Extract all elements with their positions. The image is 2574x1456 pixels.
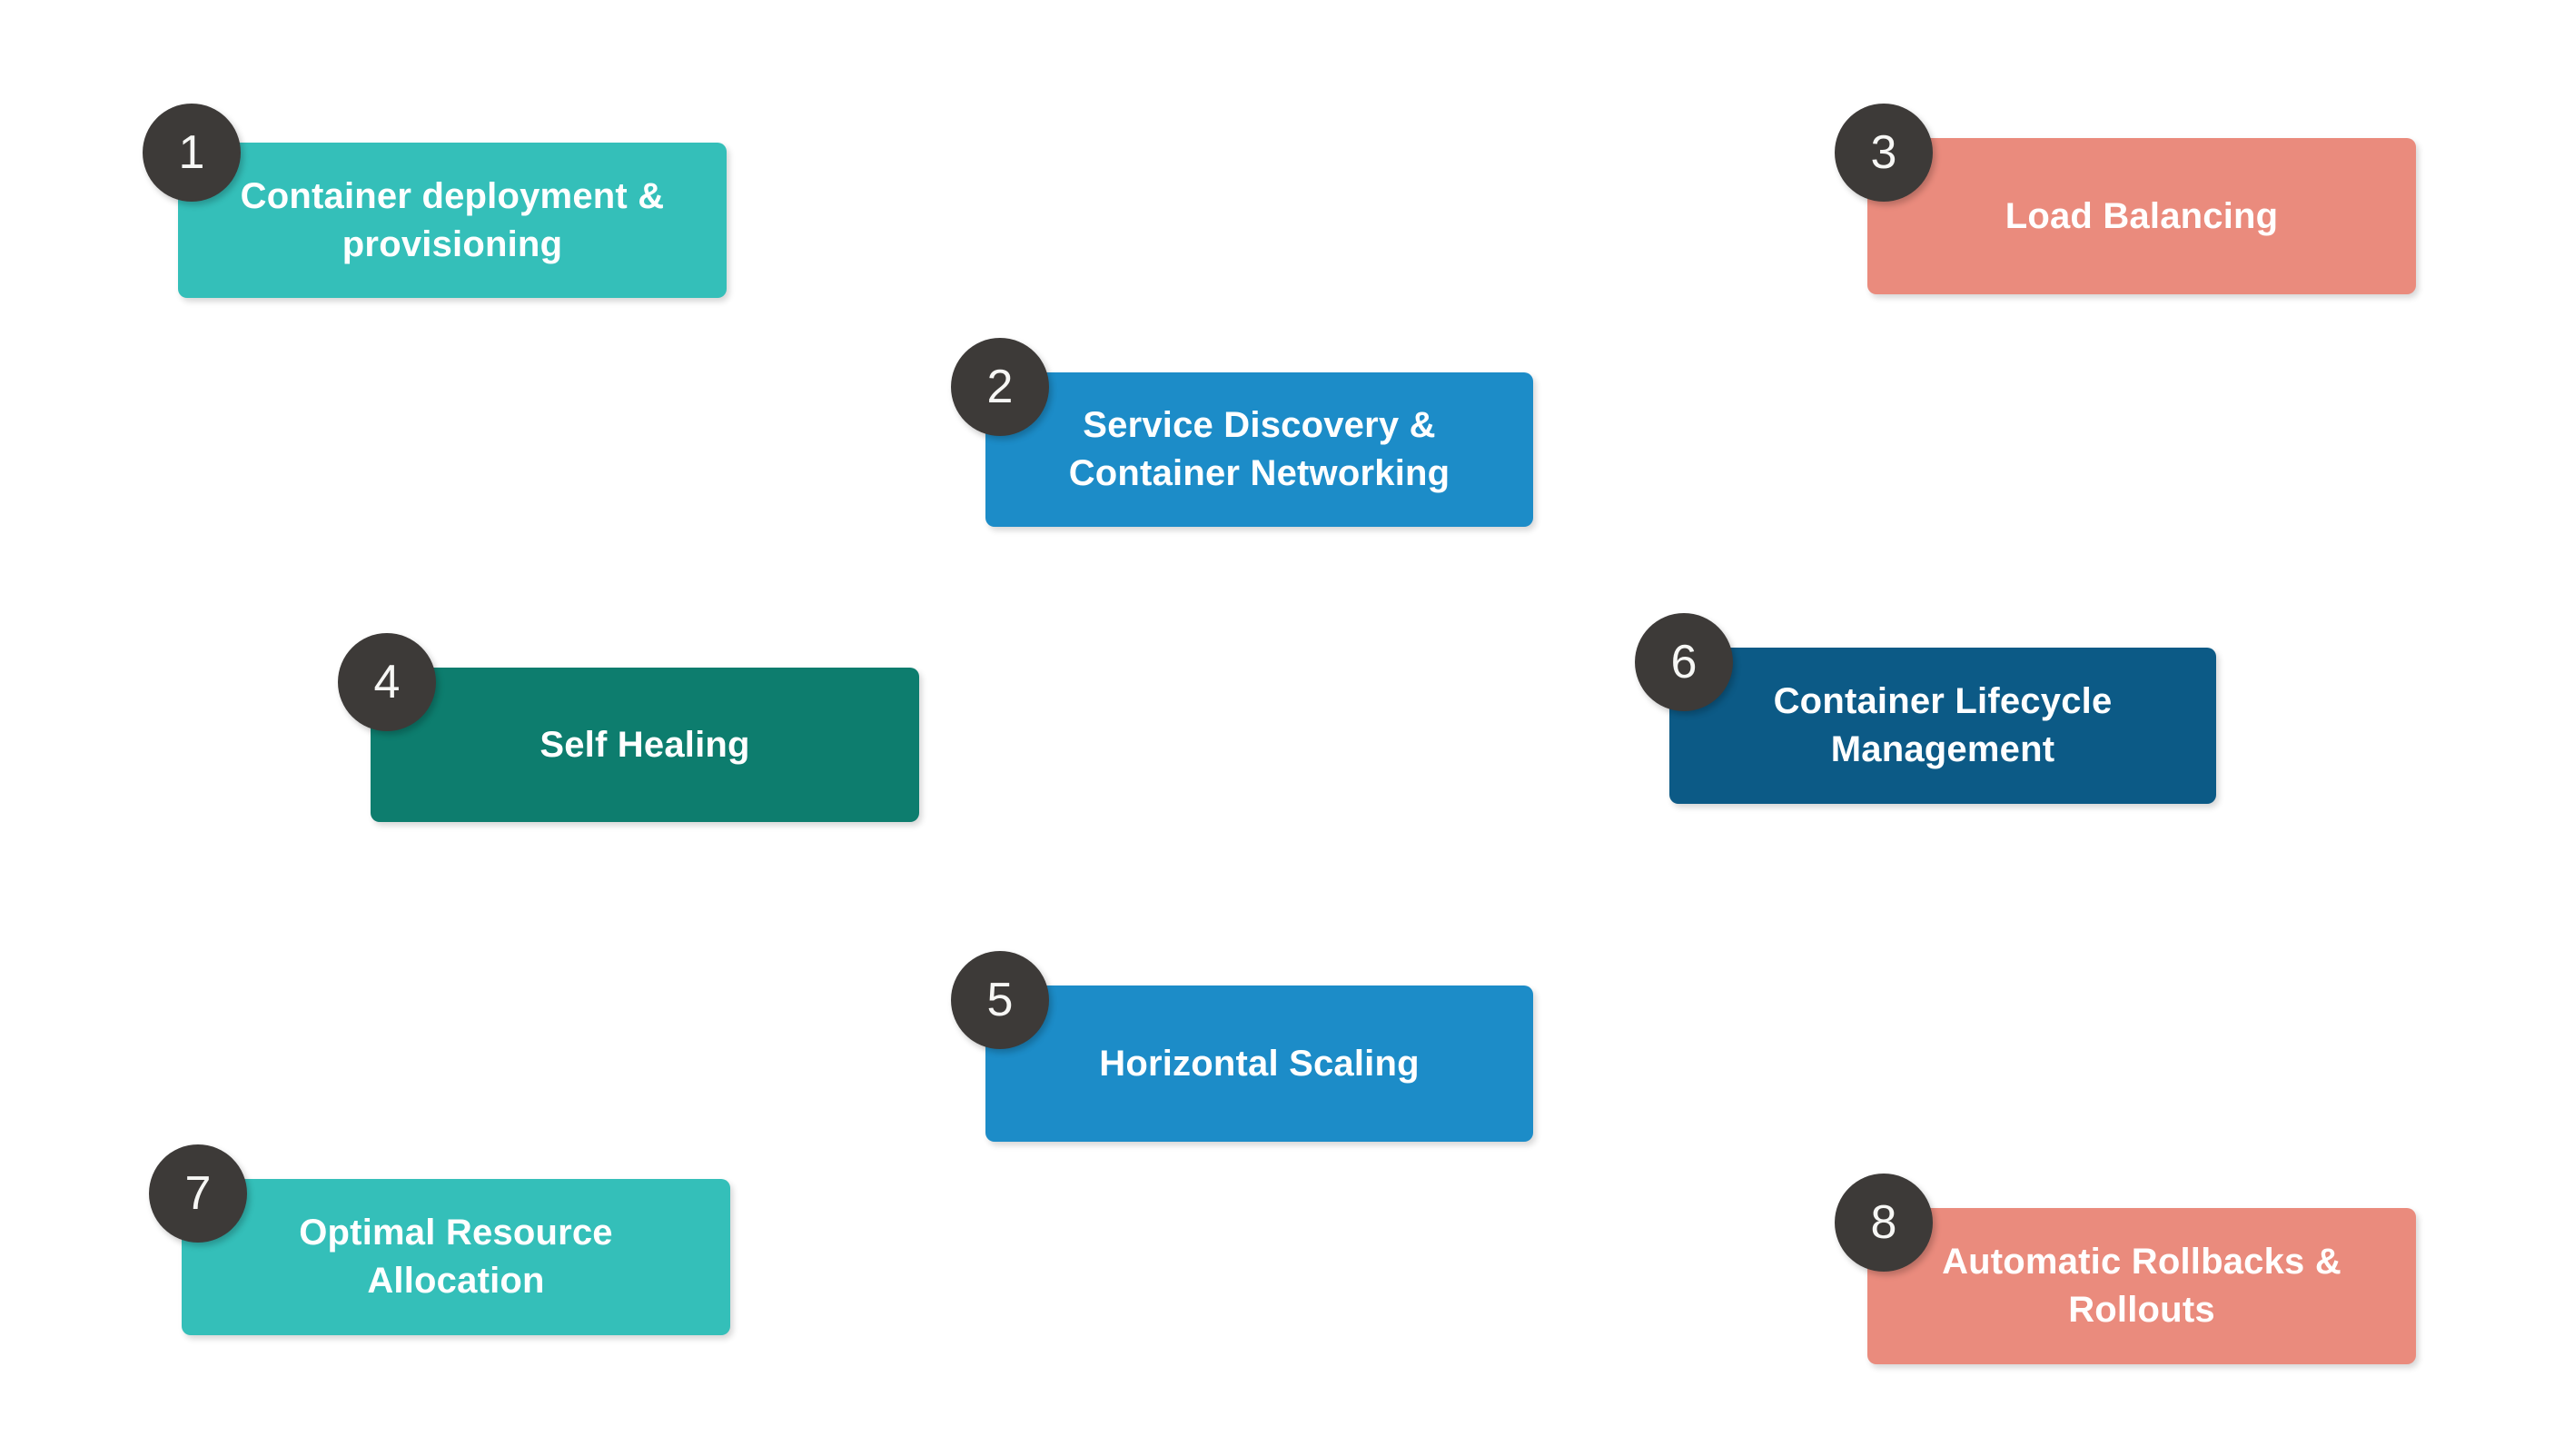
- feature-label-3: Load Balancing: [2005, 195, 2279, 236]
- step-number-2: 2: [986, 361, 1014, 413]
- step-number-1: 1: [178, 126, 205, 179]
- feature-box-8[interactable]: Automatic Rollbacks & Rollouts: [1867, 1208, 2416, 1364]
- feature-box-3[interactable]: Load Balancing: [1867, 138, 2416, 294]
- feature-label-6: Container Lifecycle Management: [1773, 681, 2113, 769]
- feature-label-8: Automatic Rollbacks & Rollouts: [1942, 1242, 2341, 1330]
- feature-box-1[interactable]: Container deployment & provisioning: [178, 143, 727, 298]
- step-number-5: 5: [986, 974, 1014, 1026]
- step-badge-6[interactable]: 6: [1635, 613, 1733, 711]
- feature-label-5: Horizontal Scaling: [1099, 1043, 1420, 1084]
- step-badge-1[interactable]: 1: [143, 104, 241, 202]
- step-number-8: 8: [1870, 1196, 1897, 1249]
- step-number-3: 3: [1870, 126, 1897, 179]
- step-number-6: 6: [1670, 636, 1698, 688]
- step-badge-8[interactable]: 8: [1835, 1174, 1933, 1272]
- feature-label-4: Self Healing: [540, 724, 750, 765]
- feature-label-2: Service Discovery & Container Networking: [1068, 405, 1450, 493]
- feature-label-1: Container deployment & provisioning: [240, 175, 665, 264]
- step-badge-7[interactable]: 7: [149, 1144, 247, 1243]
- feature-box-4[interactable]: Self Healing: [371, 668, 919, 822]
- step-badge-5[interactable]: 5: [951, 951, 1049, 1049]
- feature-box-2[interactable]: Service Discovery & Container Networking: [985, 372, 1533, 527]
- step-badge-2[interactable]: 2: [951, 338, 1049, 436]
- step-badge-4[interactable]: 4: [338, 633, 436, 731]
- feature-box-7[interactable]: Optimal Resource Allocation: [182, 1179, 730, 1335]
- feature-label-7: Optimal Resource Allocation: [299, 1213, 613, 1301]
- step-badge-3[interactable]: 3: [1835, 104, 1933, 202]
- step-number-4: 4: [373, 656, 401, 708]
- step-number-7: 7: [184, 1167, 212, 1220]
- feature-box-5[interactable]: Horizontal Scaling: [985, 986, 1533, 1142]
- feature-box-6[interactable]: Container Lifecycle Management: [1669, 648, 2216, 804]
